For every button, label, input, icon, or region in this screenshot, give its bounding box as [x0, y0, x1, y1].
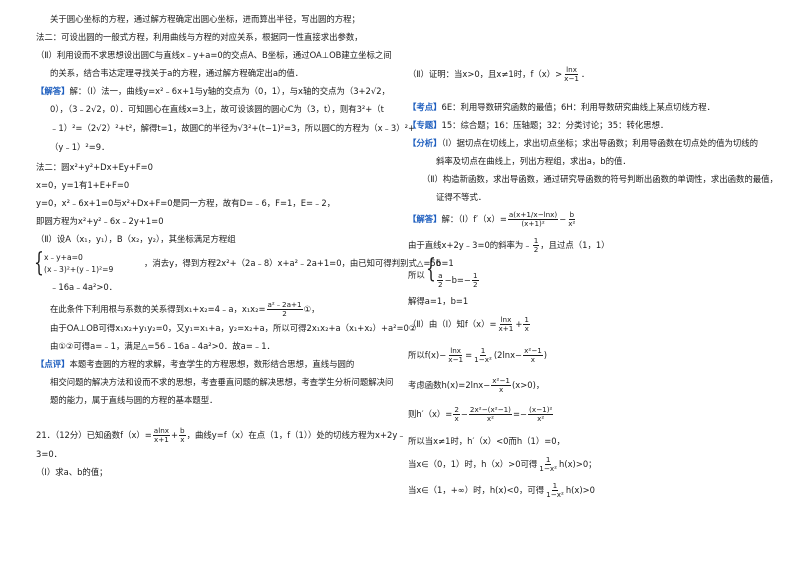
fraction: 2x²−(x²−1)x² [468, 405, 512, 423]
text-line: 题的能力，属于直线与圆的方程的基本题型． [50, 395, 218, 405]
topic-tag: 【专题】 [408, 120, 442, 130]
text-line: y=0，x²﹣6x+1=0与x²+Dx+F=0是同一方程，故有D=﹣6，F=1，… [36, 198, 336, 208]
keypoint-line: 【考点】6E：利用导数研究函数的最值；6H：利用导数研究曲线上某点切线方程． [408, 102, 715, 112]
text-line: 解得a=1，b=1 [408, 296, 469, 306]
text-line: 所以 [408, 270, 425, 280]
comment-line: 【点评】本题考查圆的方程的求解，考查学生的方程思想，数形结合思想，直线与圆的 [36, 359, 355, 369]
text-line: （Ⅱ）利用设而不求思想设出圆C与直线x﹣y+a=0的交点A、B坐标，通过OA⊥O… [36, 50, 392, 60]
equation-line: b=1 [436, 258, 454, 268]
text-line: （Ⅰ）求a、b的值； [36, 467, 108, 477]
answer-tag: 【解答】 [408, 214, 442, 224]
text-line: 法二：可设出圆的一般式方程，利用曲线与方程的对应关系，根据同一性直接求出参数， [36, 32, 363, 42]
text-line: 3=0． [36, 449, 63, 459]
text-line: x=0，y=1有1+E+F=0 [36, 180, 130, 190]
topic-line: 【专题】15：综合题；16：压轴题；32：分类讨论；35：转化思想． [408, 120, 669, 130]
text-line: ﹣1）²=（2√2）²+t²，解得t=1，故圆C的半径为√3²+(t−1)²=3… [50, 123, 415, 133]
equation-line: (x﹣3)²+(y﹣1)²=9 [44, 265, 114, 274]
text-line: （Ⅱ）设A（x₁，y₁），B（x₂，y₂），其坐标满足方程组 [36, 234, 236, 244]
text-line: 关于圆心坐标的方程，通过解方程确定出圆心坐标，进而算出半径，写出圆的方程； [50, 14, 360, 24]
equation-line: x﹣y+a=0 [44, 253, 83, 262]
comment-tag: 【点评】 [36, 359, 70, 369]
text-line: ﹣16a﹣4a²>0． [50, 282, 118, 292]
answer-tag: 【解答】 [36, 86, 70, 96]
text-line: （Ⅱ）构造新函数，求出导函数，通过研究导函数的符号判断出函数的单调性，求出函数的… [422, 174, 778, 184]
text-line: 证得不等式． [436, 192, 487, 202]
text-line: 由①②可得a=﹣1，满足△=56﹣16a﹣4a²>0．故a=﹣1． [50, 341, 275, 351]
brace-symbol: { [426, 254, 436, 284]
text-line: 相交问题的解决方法和设而不求的思想，考查垂直问题的解决思想，考查学生分析问题解决… [50, 377, 394, 387]
keypoint-tag: 【考点】 [408, 102, 442, 112]
text-line: ，消去y，得到方程2x²+（2a﹣8）x+a²﹣2a+1=0，由已知可得判别式△… [144, 258, 442, 268]
fraction: a(x+1/x−lnx)(x+1)² [507, 210, 559, 228]
analysis-line: 【分析】（Ⅰ）据切点在切线上，求出切点坐标；求出导函数；利用导函数在切点处的值为… [408, 138, 759, 148]
text-line: 斜率及切点在曲线上，列出方程组，求出a，b的值． [436, 156, 631, 166]
analysis-tag: 【分析】 [408, 138, 442, 148]
text-line: 法二：圆x²+y²+Dx+Ey+F=0 [36, 162, 154, 172]
brace-symbol: { [34, 248, 44, 278]
answer-line: 【解答】解：（Ⅰ）法一，曲线y=x²﹣6x+1与y轴的交点为（0，1），与x轴的… [36, 86, 390, 96]
text-line: （y﹣1）²=9． [50, 142, 110, 152]
text-line: 由于OA⊥OB可得x₁x₂+y₁y₂=0，又y₁=x₁+a，y₂=x₂+a，所以… [50, 323, 417, 333]
text-line: 所以当x≠1时，h′（x）<0而h（1）=0， [408, 436, 565, 446]
text-line: 的关系，结合韦达定理寻找关于a的方程，通过解方程确定出a的值． [50, 68, 304, 78]
text-line: 即圆方程为x²+y²﹣6x﹣2y+1=0 [36, 216, 164, 226]
text-line: 0），（3﹣2√2，0）．可知圆心在直线x=3上，故可设该圆的圆心C为（3，t）… [50, 104, 384, 114]
left-column: 关于圆心坐标的方程，通过解方程确定出圆心坐标，进而算出半径，写出圆的方程； 法二… [34, 0, 441, 565]
